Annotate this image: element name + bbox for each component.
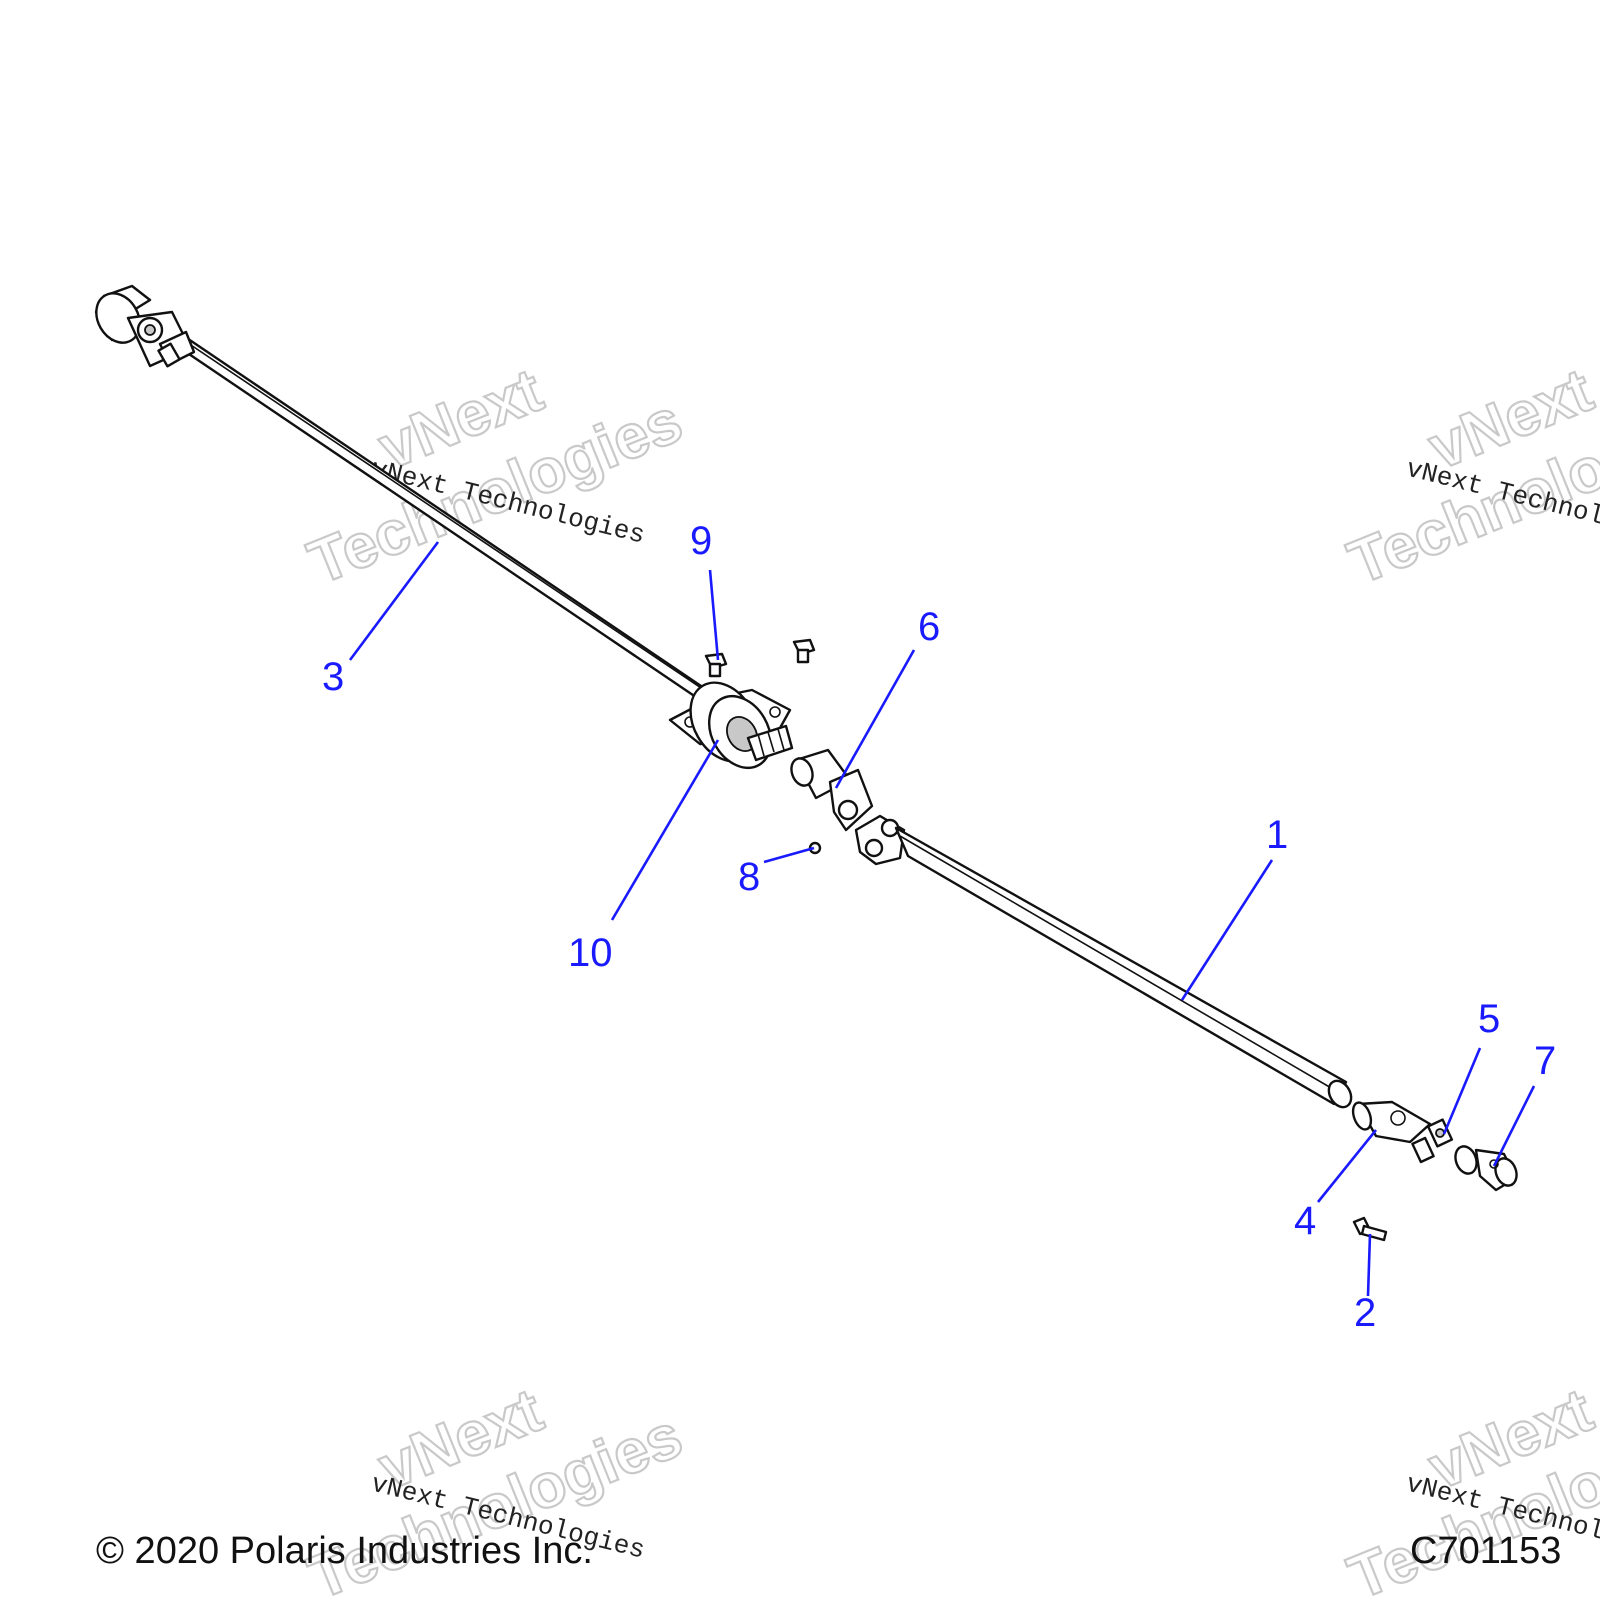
leader-9: [708, 569, 720, 661]
callout-6: 6: [918, 605, 940, 649]
callout-4: 4: [1294, 1199, 1316, 1243]
figure-code: C701153: [1410, 1530, 1562, 1572]
splined-stub-shaft: [746, 724, 794, 762]
rear-ujoint-cross: [1411, 1118, 1454, 1164]
leader-lines: [348, 541, 1536, 1297]
callout-7: 7: [1534, 1039, 1556, 1083]
leader-1: [1180, 859, 1274, 1001]
carrier-bolt: [792, 638, 816, 664]
center-ujoint: [854, 814, 906, 866]
leader-5: [1442, 1047, 1482, 1135]
copyright-notice: © 2020 Polaris Industries Inc.: [96, 1530, 593, 1572]
leader-2: [1366, 1233, 1372, 1297]
output-flange-yoke: [1454, 1145, 1518, 1192]
leader-6: [834, 649, 916, 789]
callout-5: 5: [1478, 997, 1500, 1041]
yoke-bolt: [1352, 1216, 1388, 1242]
watermark-top-right: vNext Technologies vNext Technologies: [1338, 355, 1600, 599]
leader-8: [763, 846, 815, 864]
leader-4: [1316, 1129, 1378, 1203]
rear-yoke: [1351, 1100, 1432, 1144]
callout-10: 10: [568, 931, 613, 975]
callout-9: 9: [690, 519, 712, 563]
callout-1: 1: [1266, 813, 1288, 857]
callout-3: 3: [322, 655, 344, 699]
slip-yoke: [790, 748, 874, 832]
rear-propshaft-tube: [894, 826, 1353, 1109]
leader-3: [348, 541, 440, 661]
carrier-bolt: [704, 652, 728, 678]
front-yoke-coupler: [94, 284, 196, 368]
leader-7: [1492, 1085, 1536, 1167]
leader-10: [610, 739, 720, 921]
callout-8: 8: [738, 855, 760, 899]
callout-labels: 1 2 3 4 5 6 7 8 9 10: [322, 519, 1556, 1335]
callout-2: 2: [1354, 1291, 1376, 1335]
